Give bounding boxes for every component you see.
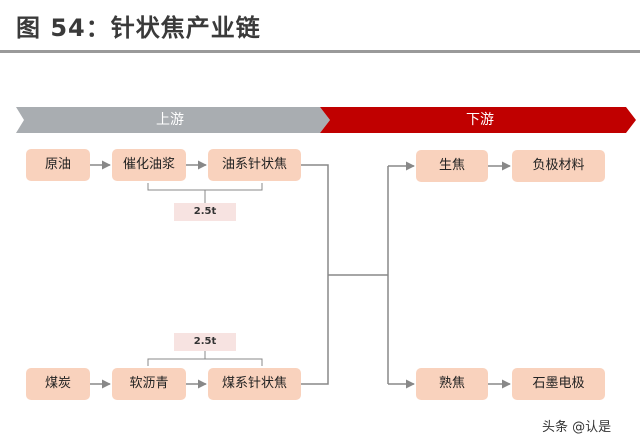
node-coal-needle-coke: 煤系针状焦	[208, 368, 301, 400]
upstream-band	[16, 107, 330, 133]
node-green-coke: 生焦	[416, 150, 488, 182]
node-graphite-electrode: 石墨电极	[512, 368, 605, 400]
node-soft-pitch: 软沥青	[112, 368, 186, 400]
node-oil-needle-coke: 油系针状焦	[208, 149, 301, 181]
node-anode-material: 负极材料	[512, 150, 605, 182]
node-coal: 煤炭	[26, 368, 90, 400]
downstream-band	[320, 107, 636, 133]
node-crude-oil: 原油	[26, 149, 90, 181]
node-calcined-coke: 熟焦	[416, 368, 488, 400]
downstream-label: 下游	[466, 112, 494, 128]
connector-oil	[301, 164, 329, 275]
node-fcc-slurry: 催化油浆	[112, 149, 186, 181]
bracket-oil	[147, 183, 263, 191]
page-title: 图 54：针状焦产业链	[16, 14, 261, 42]
ratio-tag-oil: 2.5t	[174, 203, 236, 221]
ratio-tag-coal: 2.5t	[174, 333, 236, 351]
upstream-label: 上游	[156, 112, 184, 128]
connector-coal	[301, 275, 329, 385]
watermark: 头条 @认是	[542, 420, 612, 435]
bracket-coal	[147, 358, 263, 366]
title-divider	[0, 50, 640, 53]
